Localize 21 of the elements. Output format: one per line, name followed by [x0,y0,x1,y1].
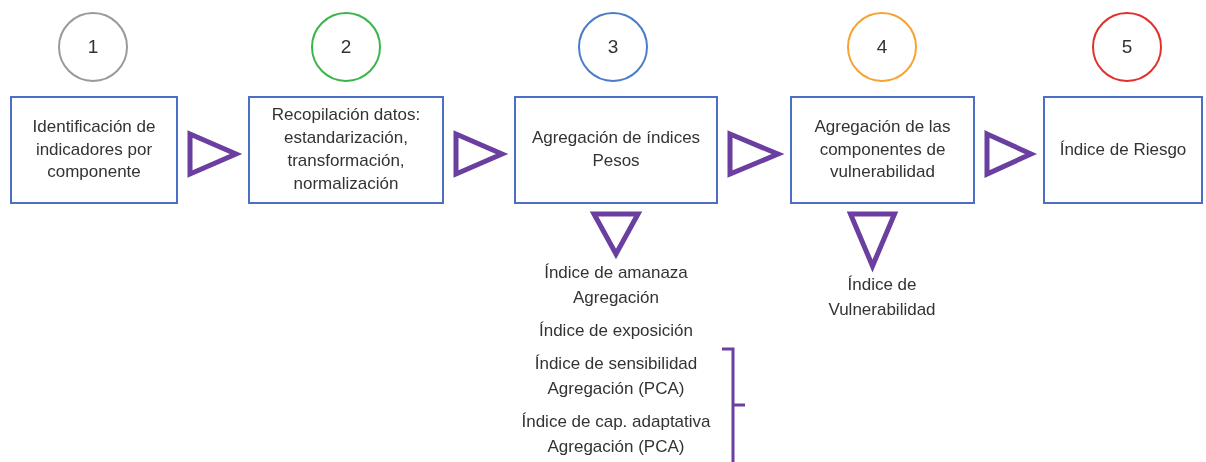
triangle-arrow [727,130,785,178]
step-number-circle: 3 [578,12,648,82]
triangle-arrow [187,130,243,178]
step-number-circle: 4 [847,12,917,82]
triangle-arrow [589,211,643,260]
process-box: Agregación de las componentes de vulnerabilidad [790,96,975,204]
step-number-circle: 1 [58,12,128,82]
process-box: Índice de Riesgo [1043,96,1203,204]
index-text: Índice de Vulnerabilidad [827,274,937,321]
index-text: Índice de sensibilidad Agregación (PCA) [533,353,699,400]
index-text: Índice de cap. adaptativa Agregación (PCA) [520,411,712,458]
process-box: Agregación de índices Pesos [514,96,718,204]
triangle-arrow [453,130,509,178]
step-number-circle: 2 [311,12,381,82]
index-text: Índice de exposición [538,320,693,342]
process-box: Identificación de indicadores por componente [10,96,178,204]
index-text: Índice de amanaza Agregación [543,262,689,309]
triangle-arrow [984,130,1038,178]
triangle-arrow [846,211,899,273]
process-box: Recopilación datos: estandarización, transformación, normalización [248,96,444,204]
step-number-circle: 5 [1092,12,1162,82]
